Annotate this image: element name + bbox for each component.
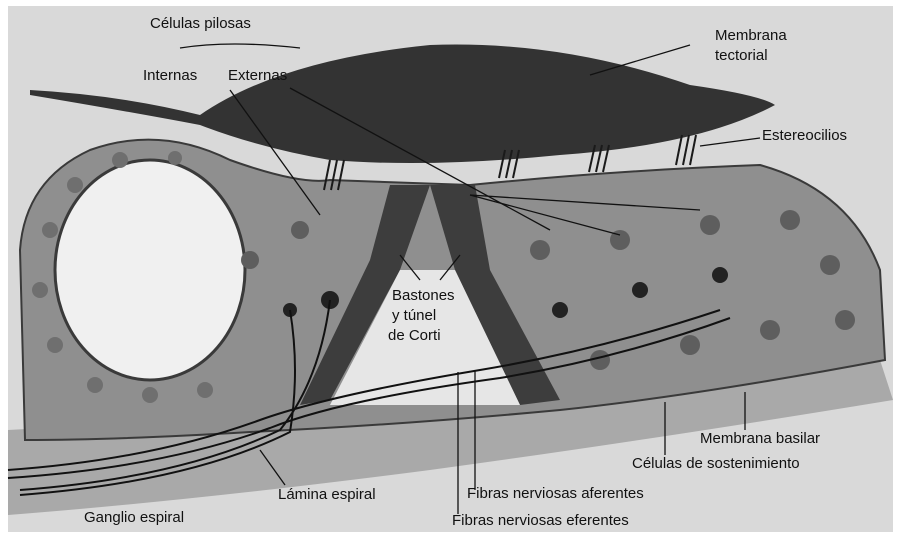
label-bastones-2: y túnel [392, 307, 436, 324]
lumen [55, 160, 245, 380]
label-fibras-aferentes: Fibras nerviosas aferentes [467, 485, 644, 502]
label-celulas-sostenimiento: Células de sostenimiento [632, 455, 800, 472]
label-ganglio-espiral: Ganglio espiral [84, 509, 184, 526]
label-bastones-3: de Corti [388, 327, 441, 344]
label-lamina-espiral: Lámina espiral [278, 486, 376, 503]
label-externas: Externas [228, 67, 287, 84]
label-fibras-eferentes: Fibras nerviosas eferentes [452, 512, 629, 529]
label-internas: Internas [143, 67, 197, 84]
label-membrana-tectorial-1: Membrana [715, 27, 787, 44]
label-membrana-tectorial-2: tectorial [715, 47, 768, 64]
label-celulas-pilosas: Células pilosas [150, 15, 251, 32]
label-bastones-1: Bastones [392, 287, 455, 304]
label-estereocilios: Estereocilios [762, 127, 847, 144]
label-membrana-basilar: Membrana basilar [700, 430, 820, 447]
